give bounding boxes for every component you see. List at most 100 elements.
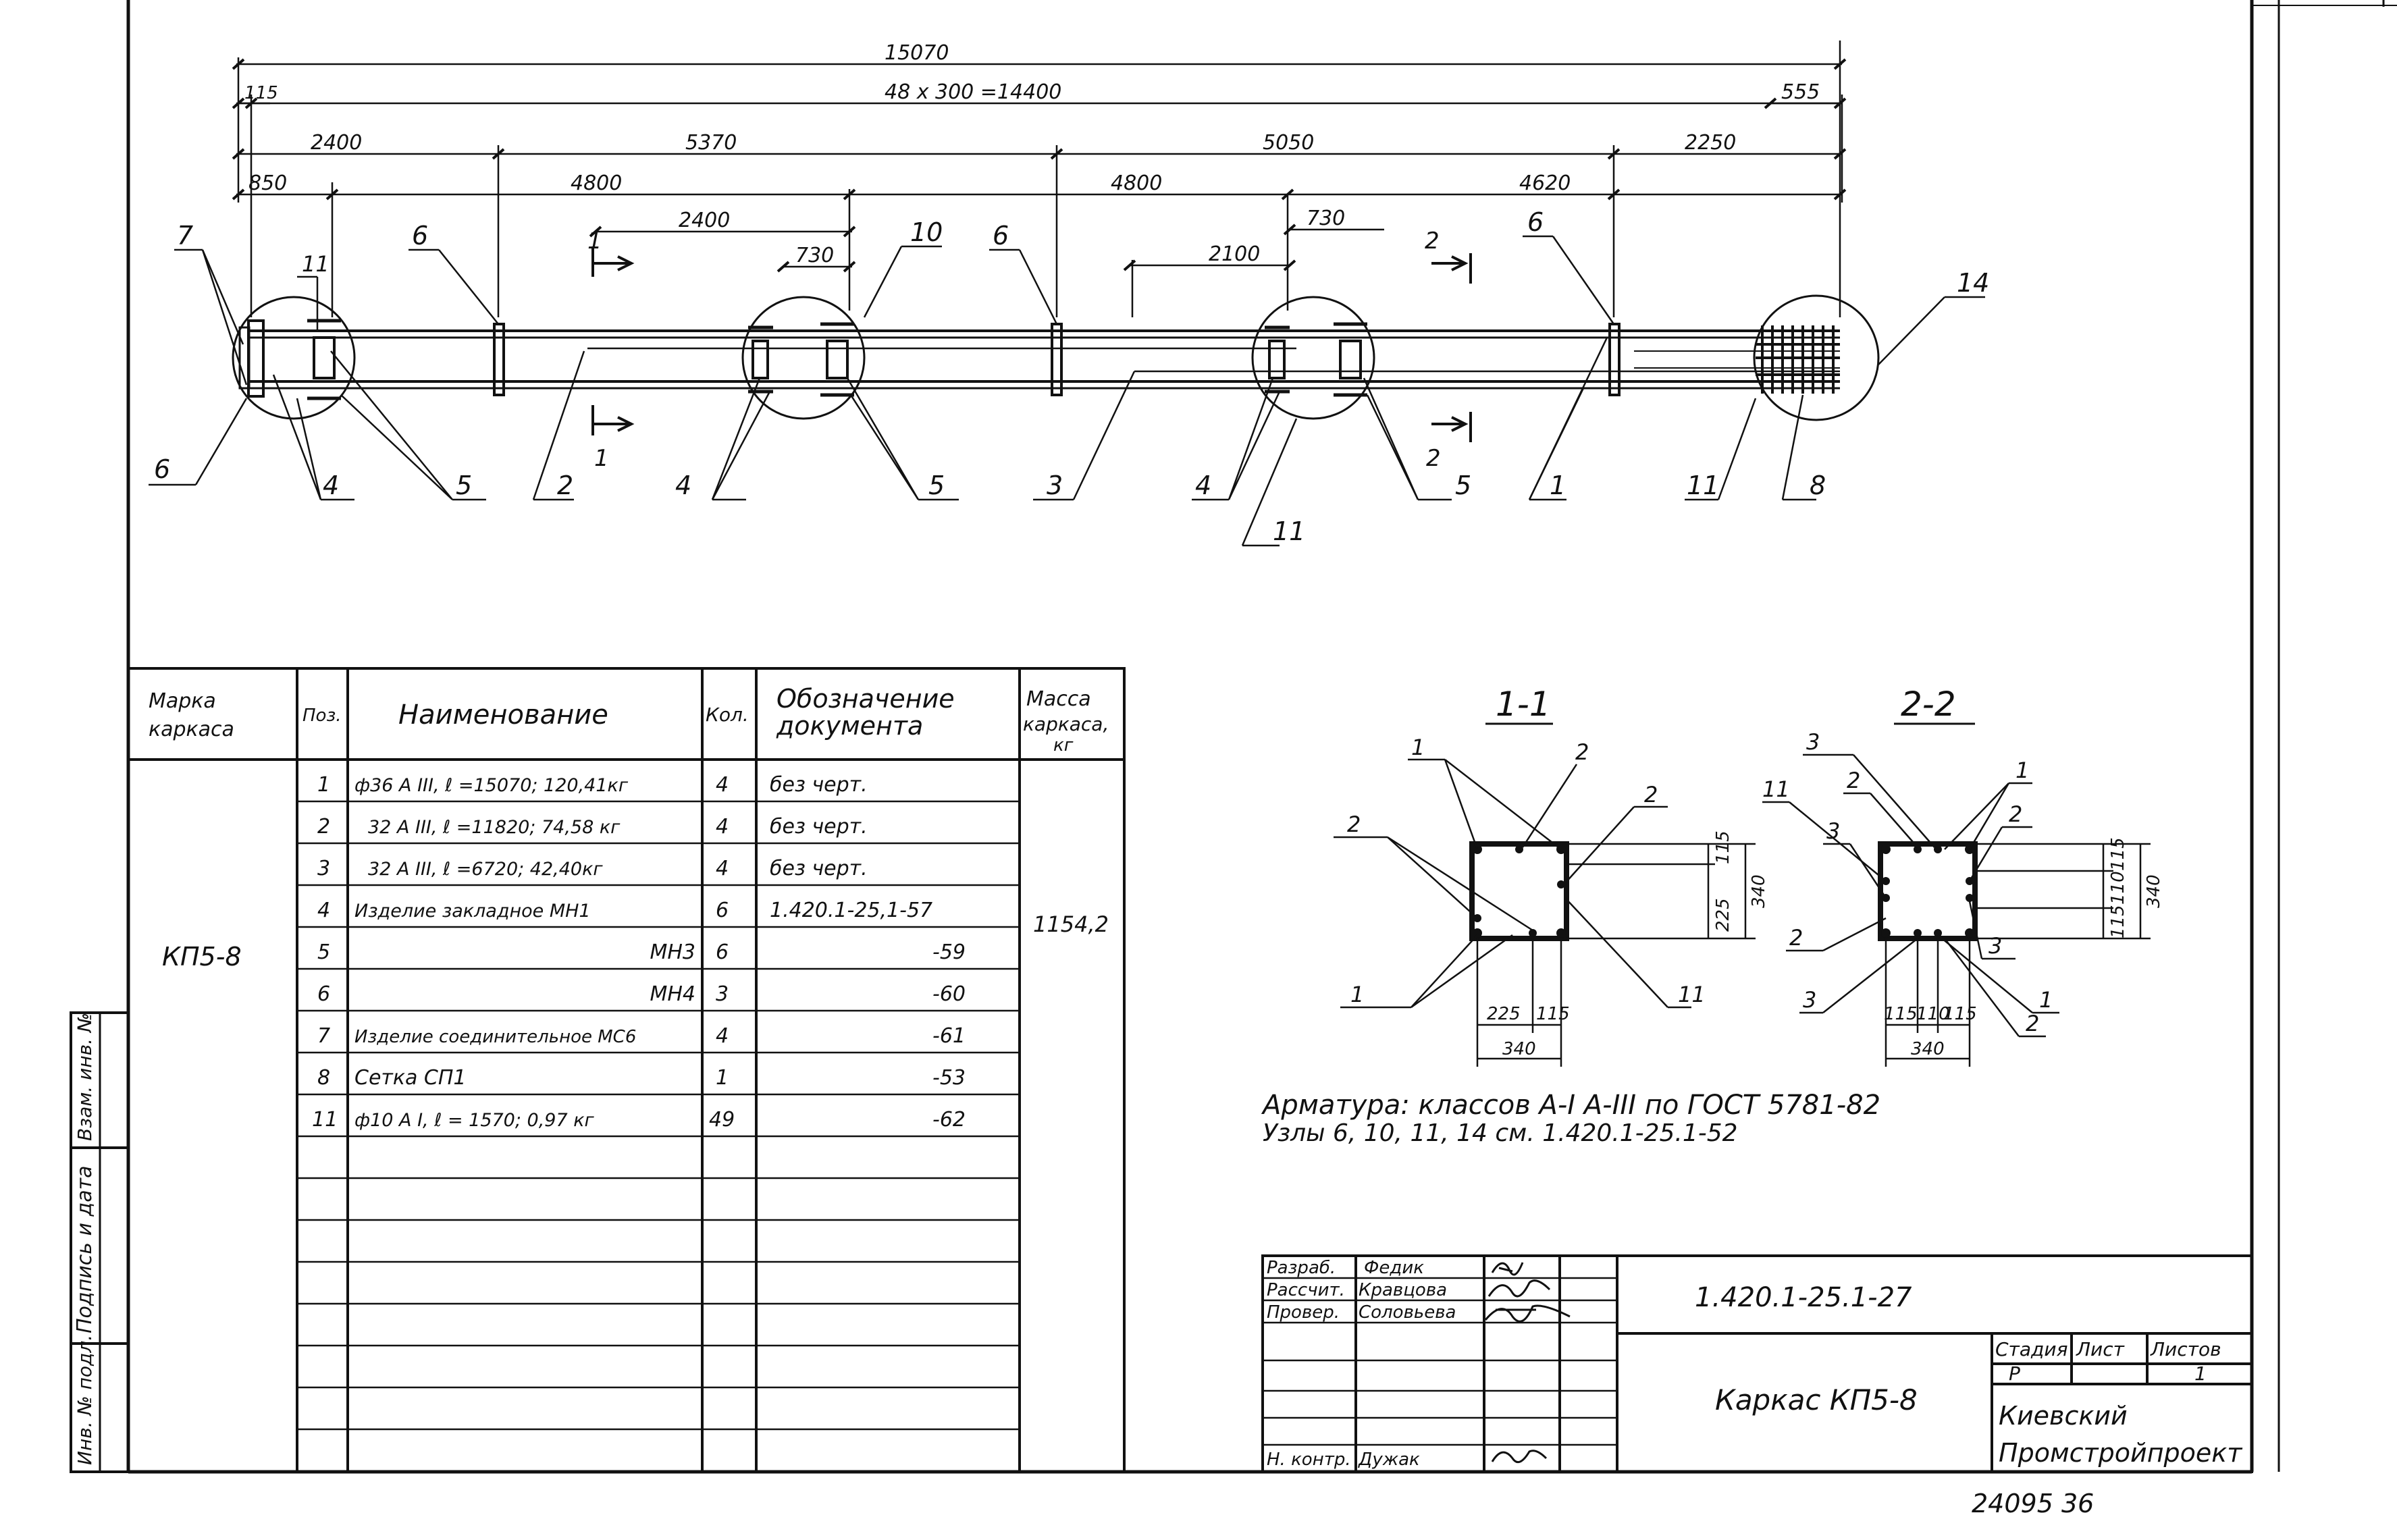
side-vzam: Взам. инв. № — [74, 1013, 96, 1141]
side-podpis: Подпись и дата — [73, 1166, 97, 1334]
sec-2-top: 2 — [1425, 228, 1440, 255]
row-doc: 1.420.1-25,1-57 — [770, 899, 932, 922]
sec-1-bot: 1 — [594, 445, 609, 472]
row-doc: -53 — [932, 1066, 966, 1090]
callout-10: 10 — [910, 217, 943, 247]
th-mark-2: каркаса — [149, 718, 234, 741]
s1-dim-115: 115 — [1713, 830, 1733, 864]
s2-label: 2 — [2009, 801, 2022, 827]
sleeve-6b — [1051, 323, 1063, 396]
callout-4-c: 4 — [1195, 471, 1211, 500]
sec-1-top: 1 — [587, 228, 602, 255]
section-mark-texts: 1 1 2 2 — [587, 228, 1441, 472]
callout-4-a: 4 — [323, 471, 339, 500]
sheet-frame — [126, 0, 2397, 1474]
tb-stage: Р — [2009, 1362, 2020, 1385]
row-doc: без черт. — [770, 815, 868, 839]
s2-label: 1 — [2016, 758, 2029, 783]
row-pos: 6 — [317, 982, 330, 1006]
s1-label: 1 — [1411, 735, 1425, 760]
row-pos: 5 — [317, 940, 330, 964]
row-qty: 6 — [716, 940, 729, 964]
s2-dim-115a: 115 — [2108, 837, 2128, 871]
tb-name: Кравцова — [1359, 1280, 1447, 1300]
tb-role: Провер. — [1267, 1302, 1340, 1323]
callout-5-c: 5 — [1455, 471, 1471, 500]
s2-dim-w115b: 115 — [1943, 1004, 1977, 1024]
callout-1: 1 — [1550, 471, 1566, 500]
s2-label: 1 — [2039, 987, 2053, 1013]
row-name: 32 А III, ℓ =6720; 42,40кг — [368, 859, 603, 880]
side-strip: Взам. инв. № Подпись и дата Инв. № подл. — [70, 1011, 130, 1473]
callout-2: 2 — [557, 471, 573, 500]
row-qty: 4 — [716, 773, 729, 797]
s1-dim-w225: 225 — [1487, 1004, 1521, 1024]
section-1-1: 1-1 — [1334, 685, 1769, 1067]
row-pos: 1 — [317, 773, 330, 797]
row-qty: 1 — [716, 1066, 729, 1090]
tb-org-1: Киевский — [1999, 1401, 2128, 1431]
frame-mass: 1154,2 — [1033, 911, 1109, 937]
tb-role: Рассчит. — [1267, 1280, 1345, 1300]
s1-label: 2 — [1644, 782, 1658, 807]
sleeve-6c — [1608, 323, 1621, 396]
s1-dim-340: 340 — [1749, 874, 1769, 908]
callout-6-a: 6 — [412, 221, 428, 250]
row-pos: 11 — [312, 1108, 338, 1132]
note-line-2: Узлы 6, 10, 11, 14 см. 1.420.1-25.1-52 — [1263, 1119, 1738, 1147]
s1-dim-w115: 115 — [1536, 1004, 1570, 1024]
title-block: Разраб. Рассчит. Провер. Н. контр. Федик… — [1261, 1254, 2253, 1473]
dim-850: 850 — [248, 171, 287, 195]
dim-4800b: 4800 — [1111, 171, 1162, 195]
detail-circle-left — [232, 296, 356, 420]
side-inv-podl: Инв. № подл. — [74, 1335, 96, 1465]
s2-label: 3 — [1826, 818, 1840, 844]
section-2-2: 2-2 — [1762, 685, 2164, 1067]
dim-2400b: 2400 — [679, 209, 730, 232]
tb-org-2: Промстройпроект — [1999, 1438, 2243, 1468]
tb-name: Дужак — [1358, 1450, 1420, 1470]
tb-sheet-h: Лист — [2076, 1338, 2125, 1360]
dim-2400a: 2400 — [311, 131, 362, 155]
row-pos: 8 — [317, 1066, 330, 1090]
row-qty: 3 — [716, 982, 729, 1006]
s2-label: 11 — [1762, 776, 1790, 802]
s2-label: 2 — [2026, 1011, 2039, 1036]
row-name: ф36 А III, ℓ =15070; 120,41кг — [354, 775, 629, 796]
note-line-1: Арматура: классов А-I А-III по ГОСТ 5781… — [1261, 1090, 1880, 1121]
signatures — [1484, 1262, 1571, 1464]
callout-11-r: 11 — [1687, 471, 1719, 500]
tb-sheets-h: Листов — [2150, 1338, 2221, 1360]
dim-730b: 730 — [1307, 207, 1345, 230]
s1-label: 2 — [1575, 739, 1589, 765]
s2-dim-w115a: 115 — [1884, 1004, 1918, 1024]
row-name: Изделие соединительное МС6 — [354, 1027, 636, 1047]
dimension-texts: 15070 48 x 300 =14400 115 555 2400 5370 … — [244, 41, 1820, 267]
row-qty: 4 — [716, 815, 729, 839]
dimension-lines — [232, 41, 1847, 317]
row-qty: 4 — [716, 857, 729, 880]
s1-label: 11 — [1678, 982, 1706, 1007]
callout-11-bot: 11 — [1273, 516, 1305, 546]
th-name: Наименование — [398, 699, 608, 731]
row-name: ф10 А I, ℓ = 1570; 0,97 кг — [354, 1110, 595, 1131]
dim-5050: 5050 — [1263, 131, 1314, 155]
row-doc: -62 — [932, 1108, 966, 1132]
footer-number: 24095 36 — [1972, 1489, 2094, 1518]
s2-label: 3 — [1806, 729, 1820, 755]
tb-code: 1.420.1-25.1-27 — [1695, 1282, 1912, 1313]
callout-6-b: 6 — [993, 221, 1009, 250]
detail-circle-11 — [1251, 296, 1375, 420]
tb-title: Каркас КП5-8 — [1715, 1383, 1918, 1416]
s1-label: 1 — [1350, 982, 1364, 1007]
callout-5-a: 5 — [456, 471, 472, 500]
row-pos: 7 — [317, 1024, 330, 1048]
tb-role: Н. контр. — [1267, 1450, 1351, 1470]
callout-7: 7 — [177, 221, 193, 250]
sec-2-bot: 2 — [1426, 445, 1441, 472]
row-pos: 2 — [317, 815, 330, 839]
beam-elevation — [232, 294, 1880, 421]
dim-115: 115 — [244, 83, 278, 103]
s2-label: 2 — [1847, 768, 1860, 793]
